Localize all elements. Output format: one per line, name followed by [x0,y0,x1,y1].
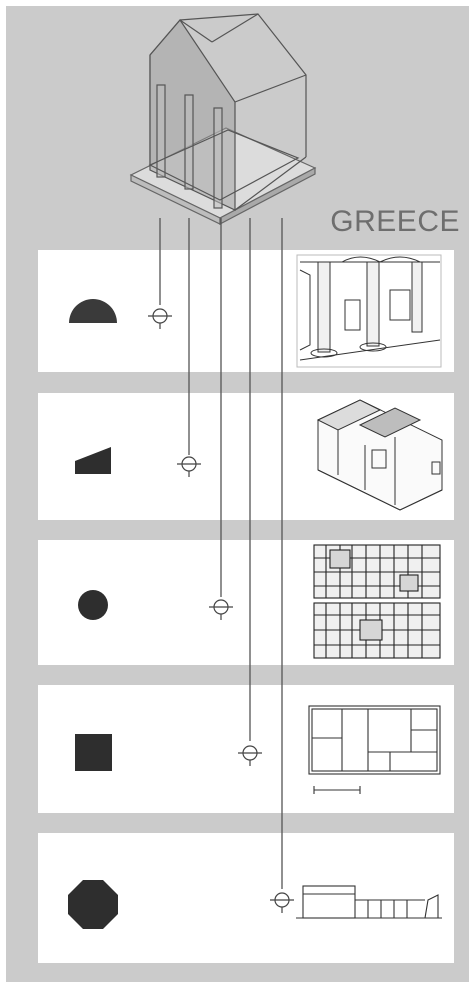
house-floor-plan-sketch [309,706,440,794]
marker-4 [238,746,262,766]
connector-lines [160,218,282,889]
circle-icon [78,590,108,620]
courtyard-colonnade-sketch [297,255,441,367]
half-circle-icon [69,299,117,323]
marker-2 [177,457,201,477]
marker-1 [148,309,172,329]
marker-3 [209,600,233,620]
wedge-icon [75,447,111,474]
marker-5 [270,893,294,913]
octagon-icon [68,880,118,929]
house-axonometric-sketch [318,400,442,510]
city-grid-plan-sketch [314,545,440,658]
square-icon [75,734,112,771]
temple-wireframe-icon [131,14,315,224]
section-elevation-sketch [296,886,442,918]
